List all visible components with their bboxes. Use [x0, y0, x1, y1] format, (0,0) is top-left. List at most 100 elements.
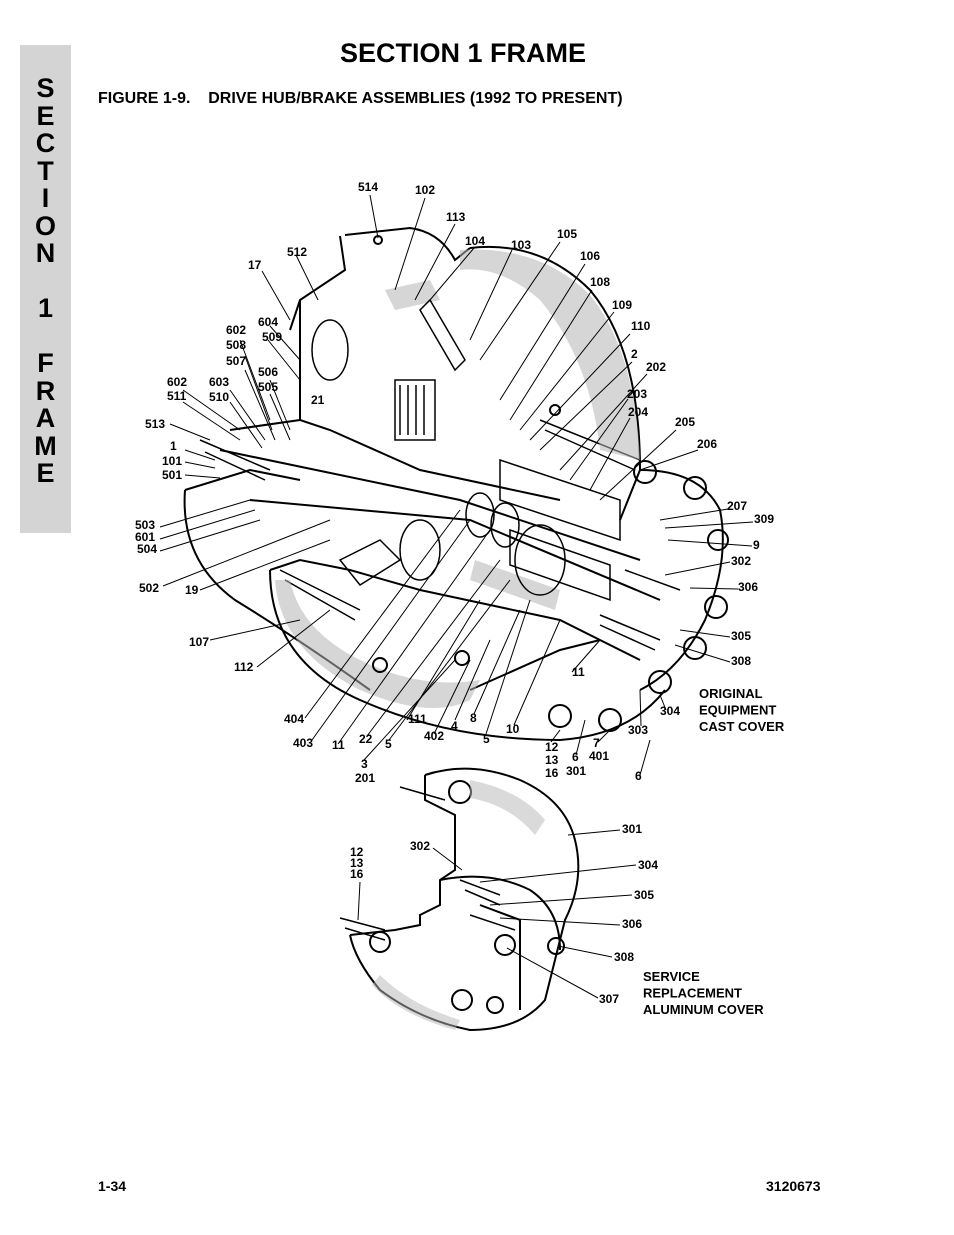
part-callout: 308 [731, 654, 751, 668]
part-callout: 306 [738, 580, 758, 594]
section-title: SECTION 1 FRAME [339, 38, 587, 68]
part-callout: 19 [185, 583, 199, 597]
part-callout: 403 [293, 736, 313, 750]
part-callout: 204 [628, 405, 648, 419]
part-callout: 202 [646, 360, 666, 374]
side-tab-letter: C [35, 128, 56, 158]
part-callout: 201 [355, 771, 375, 785]
part-callout: 12 [350, 845, 364, 859]
part-callout: 510 [209, 390, 229, 404]
page-number: 1-34 [98, 1178, 127, 1194]
part-callout: 304 [638, 858, 658, 872]
upper-assembly-illustration [183, 226, 729, 742]
part-callout: 108 [590, 275, 610, 289]
part-callout: 601 [135, 530, 155, 544]
part-callout: 207 [727, 499, 747, 513]
service-replacement-note: ALUMINUM COVER [643, 1002, 764, 1017]
part-callout: 7 [593, 736, 600, 750]
part-callout: 507 [226, 354, 246, 368]
part-callout: 16 [545, 766, 559, 780]
side-tab-letter: O [34, 210, 56, 241]
side-tab-letter: I [41, 183, 50, 213]
side-tab-letter: E [36, 100, 55, 131]
side-tab-letter: F [37, 348, 54, 378]
part-callout: 301 [566, 764, 586, 778]
side-tab-letter: A [35, 403, 56, 433]
part-callout: 307 [599, 992, 619, 1006]
side-tab-letter: N [35, 238, 56, 268]
part-callout: 503 [135, 518, 155, 532]
side-tab-letter: R [35, 375, 56, 406]
part-callout: 602 [226, 323, 246, 337]
part-callout: 306 [622, 917, 642, 931]
service-replacement-note: SERVICE [643, 969, 700, 984]
part-callout: 11 [332, 738, 345, 752]
part-callout: 113 [446, 210, 466, 224]
part-callout: 112 [234, 660, 254, 674]
part-callout: 6 [572, 750, 579, 764]
part-callout: 309 [754, 512, 774, 526]
part-callout: 603 [209, 375, 229, 389]
part-callout: 302 [410, 839, 430, 853]
side-tab-letter: T [37, 155, 54, 186]
part-callout: 2 [631, 347, 638, 361]
part-callout: 105 [557, 227, 577, 241]
lower-leader-lines [357, 829, 637, 999]
service-replacement-note: REPLACEMENT [643, 986, 742, 1001]
part-callout: 303 [628, 723, 648, 737]
part-callout: 501 [162, 468, 182, 482]
part-callout: 602 [167, 375, 187, 389]
part-callout: 304 [660, 704, 680, 718]
part-callout: 12 [545, 740, 559, 754]
part-callout: 103 [511, 238, 531, 252]
part-callout: 13 [350, 856, 364, 870]
part-callout: 104 [465, 234, 485, 248]
figure-title: FIGURE 1-9. DRIVE HUB/BRAKE ASSEMBLIES (… [98, 90, 623, 107]
part-callout: 203 [627, 387, 647, 401]
part-callout: 3 [361, 757, 368, 771]
part-callout: 308 [614, 950, 634, 964]
part-callout: 604 [258, 315, 278, 329]
part-callout: 302 [731, 554, 751, 568]
side-tab-letter: 1 [37, 293, 54, 323]
part-callout: 511 [167, 389, 187, 403]
part-callout: 109 [612, 298, 632, 312]
original-equipment-note: ORIGINAL [699, 686, 763, 701]
part-callout: 301 [622, 822, 642, 836]
part-callout: 401 [589, 749, 609, 763]
part-callout: 1 [170, 439, 177, 453]
part-callout: 305 [634, 888, 654, 902]
part-callout: 110 [631, 319, 651, 333]
side-tab-letter: M [34, 430, 57, 461]
part-callout: 205 [675, 415, 695, 429]
part-callout: 505 [258, 380, 278, 394]
side-tab-letter: S [36, 73, 55, 103]
part-callout: 504 [137, 542, 157, 556]
document-number: 3120673 [766, 1178, 821, 1194]
part-callout: 101 [162, 454, 182, 468]
part-callout: 502 [139, 581, 159, 595]
part-callout: 5 [385, 737, 392, 751]
part-callout: 305 [731, 629, 751, 643]
part-callout: 4 [451, 719, 458, 733]
original-equipment-note: CAST COVER [699, 719, 785, 734]
original-equipment-note: EQUIPMENT [699, 703, 776, 718]
part-callout: 11 [572, 665, 585, 679]
part-callout: 22 [359, 732, 373, 746]
part-callout: 107 [189, 635, 209, 649]
upper-leader-lines [159, 194, 754, 776]
part-callout: 6 [635, 769, 642, 783]
part-callout: 513 [145, 417, 165, 431]
part-callout: 13 [545, 753, 559, 767]
part-callout: 106 [580, 249, 600, 263]
part-callout: 508 [226, 338, 246, 352]
part-callout: 9 [753, 538, 760, 552]
part-callout: 17 [248, 258, 262, 272]
lower-assembly-illustration [339, 767, 580, 1032]
part-callout: 5 [483, 732, 490, 746]
part-callout: 8 [470, 711, 477, 725]
part-callout: 10 [506, 722, 520, 736]
